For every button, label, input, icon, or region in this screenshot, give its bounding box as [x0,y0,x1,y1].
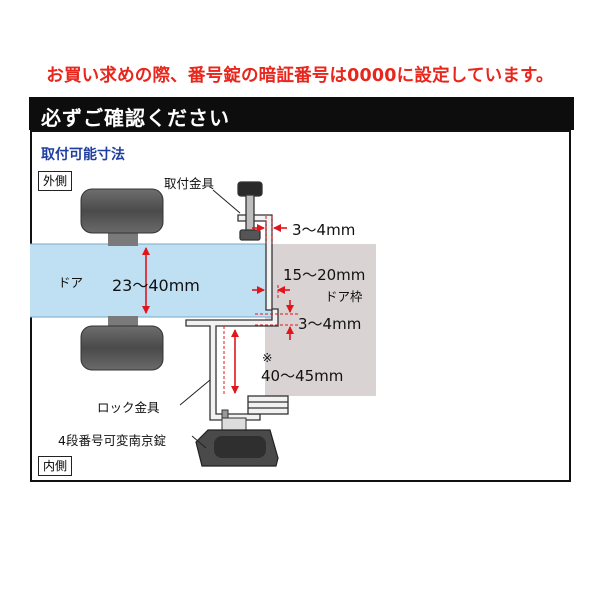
door-label: ドア [58,275,84,290]
drop-label: 40～45mm [261,367,344,385]
frame-gap-label: 15～20mm [283,266,366,284]
door-handle-inner [80,316,164,371]
door-block [30,244,272,317]
lower-gap-label: 3～4mm [298,315,362,333]
door-thickness-label: 23～40mm [112,276,200,295]
padlock-label: 4段番号可変南京錠 [58,433,166,448]
door-handle-outer [80,188,164,246]
door-frame-label: ドア枠 [325,289,363,304]
mount-bracket-label: 取付金具 [164,176,215,191]
inside-tag: 内側 [38,456,73,476]
lock-bracket [185,308,289,421]
mount-bracket-leader [212,189,241,214]
subtitle: 取付可能寸法 [41,147,125,163]
note-mark: ※ [262,350,273,365]
banner [29,97,574,130]
padlock-icon [195,409,279,467]
banner-title: 必ずご確認ください [41,106,230,130]
mount-bracket [237,181,273,311]
notice-text: お買い求めの際、番号錠の暗証番号は0000に設定しています。 [46,66,554,86]
lock-bracket-leader [179,379,211,406]
door-frame-block [265,244,376,396]
lock-bracket-label: ロック金具 [97,400,160,415]
padlock-leader [191,435,207,449]
top-gap-label: 3～4mm [292,221,356,239]
outside-tag: 外側 [38,171,73,191]
